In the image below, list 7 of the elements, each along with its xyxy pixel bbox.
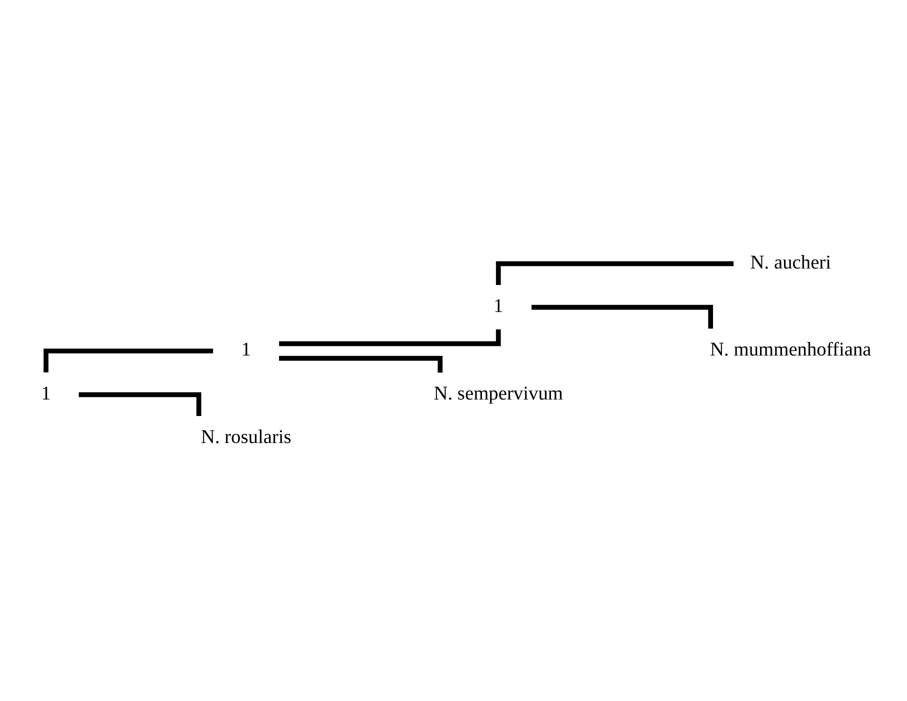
node-text: 1: [494, 295, 504, 316]
node-text: 1: [41, 382, 51, 404]
node-text: N. mummenhoffiana: [710, 339, 872, 360]
node-text: N. rosularis: [200, 426, 292, 448]
node-text: N. aucheri: [750, 252, 832, 273]
node-text: N. sempervivum: [434, 382, 563, 404]
node-text: 1: [241, 339, 251, 360]
